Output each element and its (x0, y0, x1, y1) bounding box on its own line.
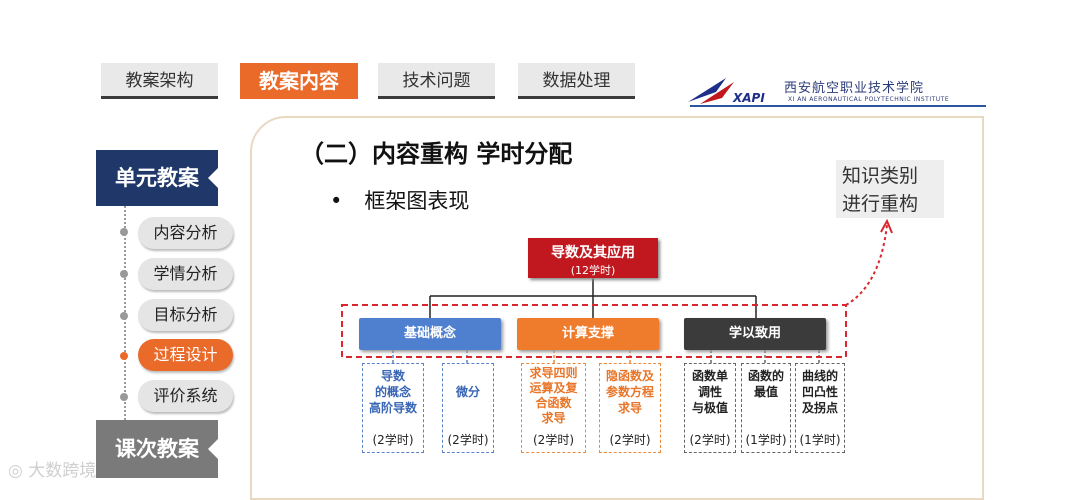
leaf-text: 导数的概念高阶导数 (368, 369, 417, 415)
logo-school-english: XI AN AERONAUTICAL POLYTECHNIC INSTITUTE (788, 96, 950, 103)
leaf-text: 微分 (455, 385, 480, 399)
bullet-text: 框架图表现 (364, 189, 470, 213)
sidebar-dot (120, 228, 128, 236)
sidebar-item-content-analysis[interactable]: 内容分析 (138, 217, 233, 249)
sidebar-course-lesson[interactable]: 课次教案 (96, 420, 218, 478)
sidebar-item-process-design[interactable]: 过程设计 (138, 339, 233, 371)
leaf-hours: (2学时) (609, 433, 651, 447)
bullet-item: • 框架图表现 (330, 185, 469, 215)
page-title: （二）内容重构 学时分配 (300, 140, 573, 168)
sidebar-unit-lesson[interactable]: 单元教案 (96, 150, 218, 206)
watermark: ◎ 大数跨境 (8, 461, 97, 481)
root-hours: (12学时) (570, 264, 616, 277)
tab-technical-issues[interactable]: 技术问题 (378, 63, 495, 99)
sidebar-dot (120, 270, 128, 278)
category-node-application: 学以致用 (684, 318, 826, 350)
logo-school-name: 西安航空职业技术学院 (784, 81, 925, 96)
logo-abbr: XAPI (733, 91, 765, 105)
leaf-text: 曲线的凹凸性及拐点 (801, 369, 838, 415)
leaf-node: 求导四则运算及复合函数求导 (2学时) (521, 363, 586, 453)
callout-line: 进行重构 (842, 193, 919, 215)
leaf-hours: (2学时) (372, 433, 414, 447)
tab-lesson-content[interactable]: 教案内容 (240, 63, 358, 99)
leaf-text: 函数的最值 (747, 369, 784, 399)
leaf-text: 函数单调性与极值 (691, 369, 728, 415)
sidebar-item-goal-analysis[interactable]: 目标分析 (138, 299, 233, 331)
leaf-node: 函数单调性与极值 (2学时) (684, 363, 736, 453)
tab-data-processing[interactable]: 数据处理 (518, 63, 635, 99)
leaf-text: 隐函数及参数方程求导 (605, 369, 654, 415)
bullet-marker: • (330, 189, 343, 213)
callout-line: 知识类别 (842, 165, 919, 187)
leaf-hours: (2学时) (447, 433, 489, 447)
leaf-hours: (1学时) (745, 433, 787, 447)
leaf-node: 导数的概念高阶导数 (2学时) (362, 363, 424, 453)
tab-lesson-structure[interactable]: 教案架构 (101, 63, 218, 99)
leaf-node: 隐函数及参数方程求导 (2学时) (599, 363, 661, 453)
leaf-node: 微分 (2学时) (442, 363, 494, 453)
sidebar-dot (120, 393, 128, 401)
leaf-node: 曲线的凹凸性及拐点 (1学时) (795, 363, 845, 453)
callout-note: 知识类别 进行重构 (836, 160, 944, 218)
leaf-hours: (2学时) (533, 433, 574, 447)
sidebar-item-learner-analysis[interactable]: 学情分析 (138, 258, 233, 290)
category-node-computation-support: 计算支撑 (517, 318, 659, 350)
leaf-hours: (2学时) (689, 433, 731, 447)
leaf-node: 函数的最值 (1学时) (741, 363, 791, 453)
school-logo-icon (688, 78, 734, 104)
watermark-icon: ◎ (8, 461, 29, 481)
diagram-root-node: 导数及其应用 (12学时) (528, 238, 658, 278)
root-title: 导数及其应用 (551, 245, 635, 261)
leaf-text: 求导四则运算及复合函数求导 (529, 366, 578, 425)
sidebar-dot (120, 352, 128, 360)
sidebar-dot (120, 312, 128, 320)
category-node-basic-concepts: 基础概念 (359, 318, 501, 350)
sidebar-item-evaluation-system[interactable]: 评价系统 (138, 380, 233, 412)
leaf-hours: (1学时) (799, 433, 841, 447)
logo-underline (690, 105, 986, 107)
